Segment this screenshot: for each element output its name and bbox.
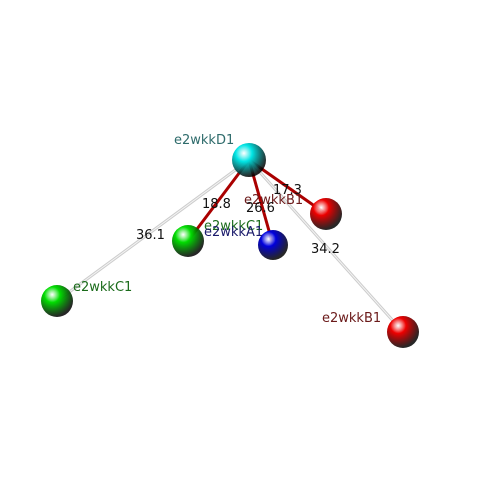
edge-label-b1_far: 34.2 (311, 242, 340, 257)
edge-highlight-c1_far (56, 159, 250, 302)
edge-label-c1_near: 18.8 (202, 197, 231, 212)
node-b1_near (310, 198, 342, 230)
node-c1_near (172, 225, 204, 257)
nodes-layer (41, 143, 419, 348)
node-a1 (258, 230, 288, 260)
labels-layer: e2wkkD1e2wkkB1e2wkkC1e2wkkA1e2wkkC1e2wkk… (73, 133, 381, 326)
edge-label-b1_near: 17.3 (273, 183, 302, 198)
edge-label-c1_far: 36.1 (136, 228, 165, 243)
node-label-c1_far: e2wkkC1 (73, 280, 132, 295)
edge-highlight-b1_far (248, 159, 404, 333)
node-b1_far (387, 316, 419, 348)
node-c1_far (41, 285, 73, 317)
node-label-c1_near: e2wkkC1 (204, 219, 263, 234)
node-d1 (232, 143, 266, 177)
node-label-b1_near: e2wkkB1 (244, 193, 303, 208)
edge-label-a1: 26.6 (246, 201, 275, 216)
node-label-d1: e2wkkD1 (174, 133, 234, 148)
node-label-b1_far: e2wkkB1 (322, 311, 381, 326)
node-label-a1: e2wkkA1 (204, 225, 263, 240)
edges-layer (55, 158, 405, 334)
